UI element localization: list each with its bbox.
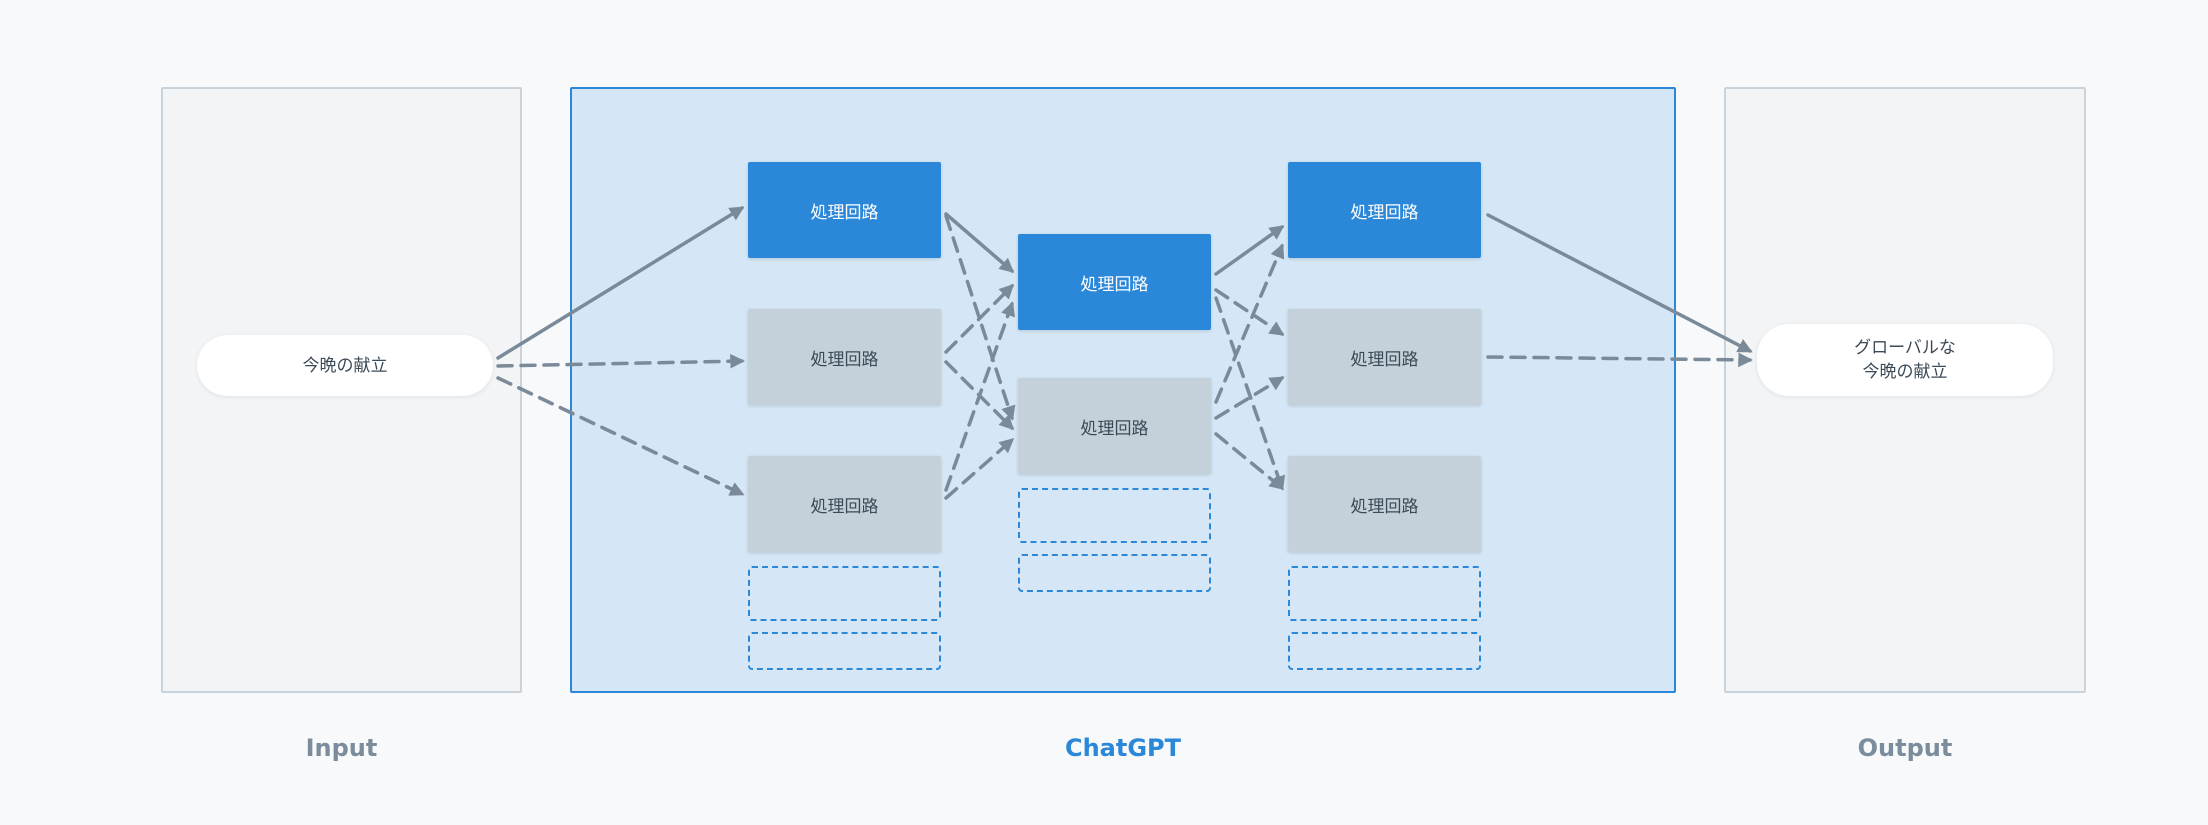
input-query-pill: 今晩の献立: [197, 335, 493, 396]
input-caption: Input: [305, 734, 378, 762]
placeholder-slot: [1288, 632, 1481, 670]
processing-circuit-c3-r2: 処理回路: [1288, 309, 1481, 405]
output-result-pill: グローバルな 今晩の献立: [1757, 324, 2053, 396]
placeholder-slot: [748, 566, 941, 621]
placeholder-slot: [1288, 566, 1481, 621]
processing-circuit-c2-r2: 処理回路: [1018, 378, 1211, 474]
chatgpt-caption: ChatGPT: [1064, 734, 1182, 762]
placeholder-slot: [1018, 554, 1211, 592]
placeholder-slot: [1018, 488, 1211, 543]
processing-circuit-c2-r1: 処理回路: [1018, 234, 1211, 330]
processing-circuit-c1-r1: 処理回路: [748, 162, 941, 258]
output-caption: Output: [1857, 734, 1953, 762]
processing-circuit-c1-r3: 処理回路: [748, 456, 941, 552]
placeholder-slot: [748, 632, 941, 670]
processing-circuit-c3-r3: 処理回路: [1288, 456, 1481, 552]
processing-circuit-c1-r2: 処理回路: [748, 309, 941, 405]
processing-circuit-c3-r1: 処理回路: [1288, 162, 1481, 258]
